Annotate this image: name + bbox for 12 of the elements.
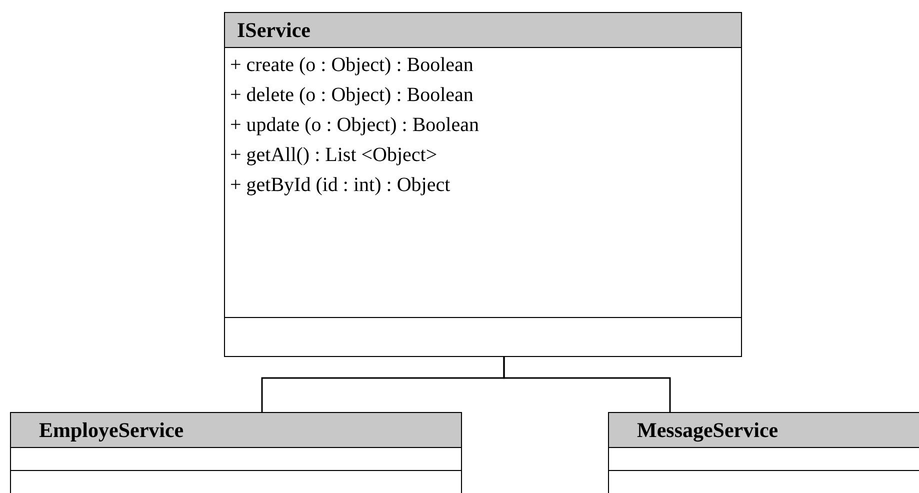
class-box <box>10 412 462 493</box>
class-box <box>224 12 742 357</box>
class-name: EmployeService <box>38 420 184 440</box>
method-text: + create (o : Object) : Boolean <box>230 53 474 78</box>
class-name: IService <box>237 20 310 40</box>
method-text: + update (o : Object) : Boolean <box>230 113 480 138</box>
method-text: + delete (o : Object) : Boolean <box>230 83 474 108</box>
method-text: + getAll() : List <Object> <box>230 143 438 168</box>
class-name: MessageService <box>636 420 778 440</box>
method-text: + getById (id : int) : Object <box>230 173 452 198</box>
class-box <box>608 412 919 493</box>
connector-line <box>503 357 671 412</box>
